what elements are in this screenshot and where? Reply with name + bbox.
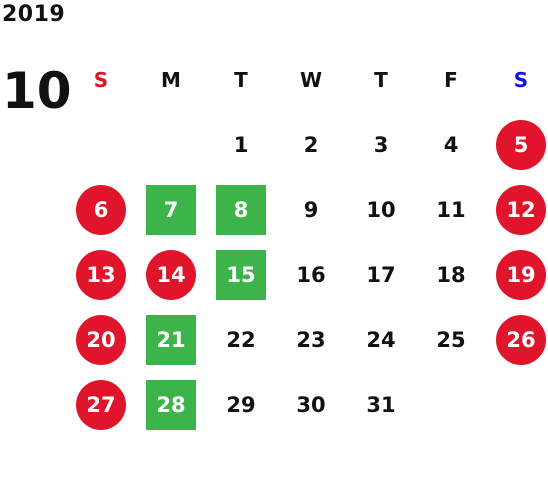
- calendar-day: 22: [226, 327, 256, 352]
- highlighted-day: 21: [146, 314, 196, 365]
- day-cell: 15: [206, 242, 276, 307]
- day-cell: 5: [486, 112, 548, 177]
- calendar-day: 17: [366, 262, 396, 287]
- day-cell: 10: [346, 177, 416, 242]
- day-cell: [136, 112, 206, 177]
- day-cell: 2: [276, 112, 346, 177]
- weekday-header-tuesday: T: [234, 68, 248, 92]
- day-cell: 23: [276, 307, 346, 372]
- calendar-day: 18: [436, 262, 466, 287]
- highlighted-day: 28: [146, 379, 196, 430]
- month-number: 10: [2, 62, 72, 120]
- day-cell: 8: [206, 177, 276, 242]
- weekday-header-saturday: S: [513, 68, 529, 92]
- holiday-day: 6: [76, 184, 126, 235]
- calendar-day: 25: [436, 327, 466, 352]
- day-cell: 6: [66, 177, 136, 242]
- day-cell: 22: [206, 307, 276, 372]
- holiday-day: 27: [76, 379, 126, 430]
- holiday-day: 5: [496, 119, 546, 170]
- holiday-day: 14: [146, 249, 196, 300]
- day-cell: 26: [486, 307, 548, 372]
- day-cell: [416, 372, 486, 437]
- calendar-day: 24: [366, 327, 396, 352]
- holiday-day: 26: [496, 314, 546, 365]
- calendar-day: 10: [366, 197, 396, 222]
- weekday-header-thursday: T: [374, 68, 388, 92]
- day-cell: 27: [66, 372, 136, 437]
- weekday-header-wednesday: W: [299, 68, 323, 92]
- calendar-day: 30: [296, 392, 326, 417]
- day-cell: 31: [346, 372, 416, 437]
- day-cell: 3: [346, 112, 416, 177]
- day-cell: 25: [416, 307, 486, 372]
- holiday-day: 19: [496, 249, 546, 300]
- day-cell: 4: [416, 112, 486, 177]
- calendar-day: 23: [296, 327, 326, 352]
- day-cell: 20: [66, 307, 136, 372]
- holiday-day: 12: [496, 184, 546, 235]
- day-cell: [486, 372, 548, 437]
- day-cell: 21: [136, 307, 206, 372]
- day-cell: 28: [136, 372, 206, 437]
- day-cell: 18: [416, 242, 486, 307]
- calendar-day: 31: [366, 392, 396, 417]
- calendar-day: 2: [303, 132, 319, 157]
- day-cell: 9: [276, 177, 346, 242]
- day-cell: 30: [276, 372, 346, 437]
- calendar-day: 29: [226, 392, 256, 417]
- day-cell: 19: [486, 242, 548, 307]
- highlighted-day: 7: [146, 184, 196, 235]
- day-cell: 1: [206, 112, 276, 177]
- day-cell: 29: [206, 372, 276, 437]
- calendar-day: 3: [373, 132, 389, 157]
- day-cell: [66, 112, 136, 177]
- holiday-day: 13: [76, 249, 126, 300]
- weekday-header-sunday: S: [93, 68, 109, 92]
- holiday-day: 20: [76, 314, 126, 365]
- day-cell: 11: [416, 177, 486, 242]
- day-cell: 17: [346, 242, 416, 307]
- highlighted-day: 8: [216, 184, 266, 235]
- day-cell: 13: [66, 242, 136, 307]
- day-cell: 24: [346, 307, 416, 372]
- day-cell: 7: [136, 177, 206, 242]
- calendar-day: 16: [296, 262, 326, 287]
- highlighted-day: 15: [216, 249, 266, 300]
- calendar-day: 1: [233, 132, 249, 157]
- weekday-header-friday: F: [444, 68, 458, 92]
- weekday-header-monday: M: [161, 68, 181, 92]
- calendar-day: 9: [303, 197, 319, 222]
- calendar-day: 11: [436, 197, 466, 222]
- day-cell: 12: [486, 177, 548, 242]
- day-cell: 16: [276, 242, 346, 307]
- year-label: 2019: [2, 2, 66, 27]
- calendar-day: 4: [443, 132, 459, 157]
- day-cell: 14: [136, 242, 206, 307]
